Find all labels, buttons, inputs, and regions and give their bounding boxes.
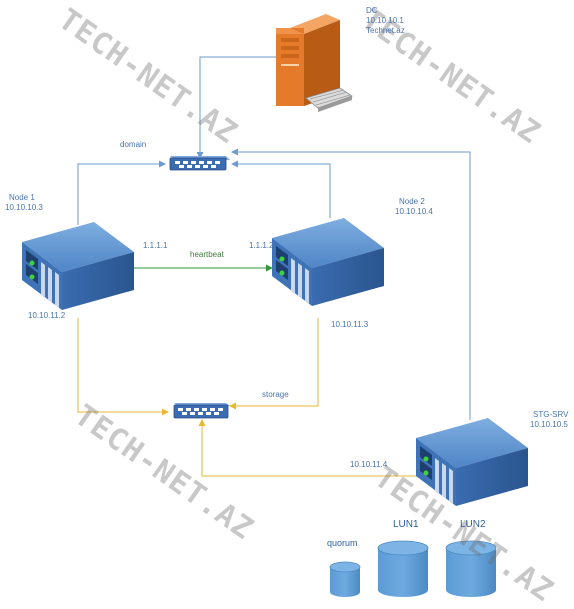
lun2-label: LUN2 xyxy=(460,519,486,530)
lun1-label: LUN1 xyxy=(393,519,419,530)
link-node2-switch xyxy=(231,160,331,218)
domain-links xyxy=(77,56,471,420)
link-node1-storage xyxy=(77,318,169,416)
heartbeat-label: heartbeat xyxy=(190,250,224,259)
lun1-disk-icon xyxy=(377,540,429,597)
link-node1-switch xyxy=(77,160,166,225)
node2-ip-hb-label: 1.1.1.2 xyxy=(249,241,274,250)
domain-network-label: domain xyxy=(120,140,147,149)
node1-name-label: Node 1 xyxy=(9,193,35,202)
drive-bays xyxy=(420,446,453,504)
dc-ip-label: 10.10.10.1 xyxy=(366,16,404,25)
storage-switch-icon xyxy=(173,403,230,419)
stg-ip-storage-label: 10.10.11.4 xyxy=(350,460,388,469)
domain-switch-icon xyxy=(169,156,230,171)
storage-network-label: storage xyxy=(262,390,289,399)
link-node2-storage xyxy=(229,318,319,410)
node1-ip-storage-label: 10.10.11.2 xyxy=(28,311,66,320)
quorum-disk-icon xyxy=(329,561,361,597)
node2-ip-storage-label: 10.10.11.3 xyxy=(331,320,369,329)
storage-links xyxy=(77,318,418,477)
stg-ip-lan-label: 10.10.10.5 xyxy=(530,420,568,429)
node1-ip-lan-label: 10.10.10.3 xyxy=(5,203,43,212)
link-stg-storage xyxy=(198,419,418,477)
link-stg-switch xyxy=(231,148,471,420)
node1-server-icon xyxy=(22,222,134,310)
dc-domain-label: Technet.az xyxy=(366,26,405,35)
node2-name-label: Node 2 xyxy=(399,197,425,206)
stg-server-icon xyxy=(416,418,528,506)
dc-server-icon xyxy=(276,14,353,112)
stg-name-label: STG-SRV xyxy=(533,410,569,419)
drive-bays xyxy=(276,246,309,304)
quorum-label: quorum xyxy=(327,538,358,548)
node2-ip-lan-label: 10.10.10.4 xyxy=(395,207,433,216)
drive-bays xyxy=(26,250,59,308)
node1-ip-hb-label: 1.1.1.1 xyxy=(143,241,168,250)
link-dc-switch xyxy=(196,56,278,159)
node2-server-icon xyxy=(272,218,384,306)
dc-name-label: DC xyxy=(366,6,378,15)
lun2-disk-icon xyxy=(445,540,497,597)
